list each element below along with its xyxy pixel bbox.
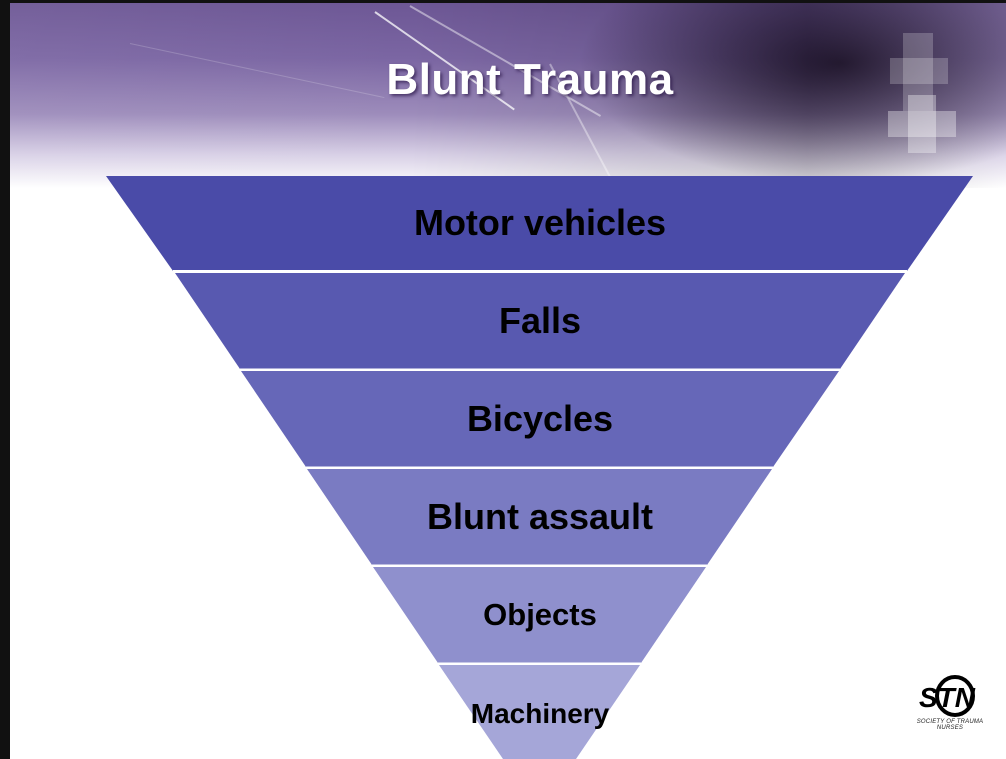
funnel-layer-objects: [373, 567, 706, 663]
funnel-diagram: Motor vehicles Falls Bicycles Blunt assa…: [106, 176, 973, 759]
title-banner: [10, 3, 1006, 188]
funnel-label-falls: Falls: [499, 300, 581, 341]
funnel-layer-bicycles: [241, 371, 839, 467]
slide-title: Blunt Trauma: [386, 55, 674, 104]
funnel-layer-blunt-assault: [307, 469, 772, 565]
stn-logo-icon: STN: [919, 675, 976, 717]
logo-mark: STN: [919, 682, 976, 713]
cross-decoration: [890, 58, 948, 84]
funnel-layer-motor-vehicles: [106, 176, 973, 271]
funnel-label-motor-vehicles: Motor vehicles: [414, 202, 666, 243]
funnel-label-bicycles: Bicycles: [467, 398, 613, 439]
banner-glow: [10, 3, 1006, 188]
cross-decoration: [908, 95, 936, 153]
funnel-label-machinery: Machinery: [471, 698, 610, 729]
funnel-layer-falls: [175, 273, 905, 369]
cross-decoration: [888, 111, 956, 137]
funnel-label-objects: Objects: [483, 597, 597, 632]
slide: Blunt Trauma Motor vehicles Falls Bicycl…: [10, 3, 1006, 759]
logo-caption: SOCIETY OF TRAUMA NURSES: [916, 719, 984, 731]
cross-decoration: [903, 33, 933, 111]
funnel-label-blunt-assault: Blunt assault: [427, 496, 653, 537]
funnel-layer-machinery: [439, 665, 640, 759]
